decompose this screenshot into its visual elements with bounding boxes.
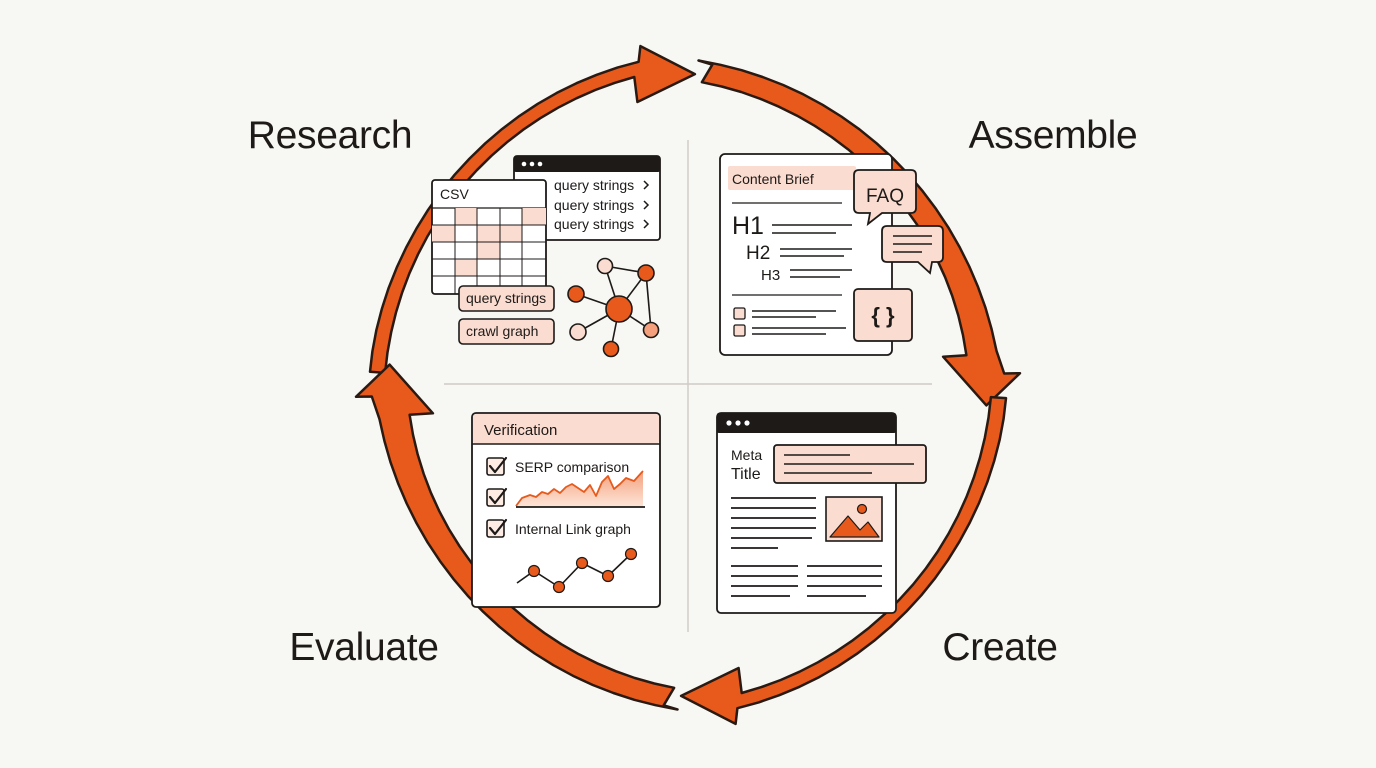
chevron-right-icon: [643, 200, 650, 210]
chevron-right-icon: [643, 180, 650, 190]
phase-label-research: Research: [248, 114, 413, 157]
phase-label-create: Create: [942, 626, 1057, 669]
heading-h1: H1: [732, 212, 764, 240]
checked-box-icon: [486, 488, 505, 507]
content-brief-document: Content Brief H1 H2 H3: [719, 153, 893, 356]
heading-h2: H2: [746, 243, 770, 264]
csv-label: CSV: [440, 186, 469, 202]
tag-query-strings: query strings: [458, 285, 555, 312]
window-dot-icon: [537, 161, 543, 167]
assemble-illustration: Content Brief H1 H2 H3 FAQ: [719, 153, 944, 356]
schema-code-icon: { }: [853, 288, 913, 342]
query-row-1: query strings: [554, 177, 634, 193]
query-row-2: query strings: [554, 197, 634, 213]
crawl-network-graph-icon: [567, 257, 660, 358]
window-dot-icon: [726, 420, 732, 426]
phase-label-evaluate: Evaluate: [289, 626, 438, 669]
verification-title: Verification: [484, 422, 557, 439]
meta-title-card: [773, 444, 927, 484]
checked-box-icon: [486, 519, 505, 538]
schema-braces: { }: [871, 303, 895, 328]
arrow-create-to-evaluate: [679, 395, 1008, 726]
page-draft-window: Meta Title: [716, 412, 897, 614]
checkbox-icon: [733, 324, 746, 337]
check-item-chart: [486, 470, 645, 508]
meta-label: Meta: [731, 447, 762, 463]
svg-text:crawl graph: crawl graph: [466, 323, 538, 339]
content-brief-title: Content Brief: [732, 171, 814, 187]
check-item-internal-link: Internal Link graph: [486, 518, 631, 538]
title-label: Title: [731, 466, 761, 483]
evaluate-illustration: Verification SERP comparison Int: [471, 412, 661, 608]
comment-bubble-icon: [881, 225, 944, 275]
research-illustration: query strings query strings query string…: [431, 155, 661, 358]
checked-box-icon: [486, 457, 505, 476]
quadrant-dividers: [444, 140, 932, 632]
tag-crawl-graph: crawl graph: [458, 318, 555, 345]
window-dot-icon: [744, 420, 750, 426]
serp-sparkline-chart: [515, 470, 645, 508]
svg-text:Internal Link graph: Internal Link graph: [515, 521, 631, 537]
checkbox-icon: [733, 307, 746, 320]
arrow-assemble-to-create: [697, 59, 1022, 407]
create-illustration: Meta Title: [716, 412, 927, 614]
query-row-3: query strings: [554, 216, 634, 232]
chevron-right-icon: [643, 219, 650, 229]
svg-text:SERP comparison: SERP comparison: [515, 459, 629, 475]
window-dot-icon: [521, 161, 527, 167]
arrow-evaluate-to-research: [354, 363, 679, 711]
window-dot-icon: [735, 420, 741, 426]
trend-line-chart: [516, 547, 638, 594]
heading-h3: H3: [761, 267, 780, 284]
verification-panel: Verification SERP comparison Int: [471, 412, 661, 608]
faq-label: FAQ: [866, 186, 904, 207]
image-placeholder-icon: [825, 496, 883, 542]
svg-text:query strings: query strings: [466, 290, 546, 306]
faq-speech-bubble-icon: FAQ: [853, 169, 917, 227]
phase-label-assemble: Assemble: [969, 114, 1138, 157]
window-dot-icon: [529, 161, 535, 167]
check-item-serp: SERP comparison: [486, 456, 629, 476]
csv-spreadsheet: CSV: [431, 179, 547, 295]
